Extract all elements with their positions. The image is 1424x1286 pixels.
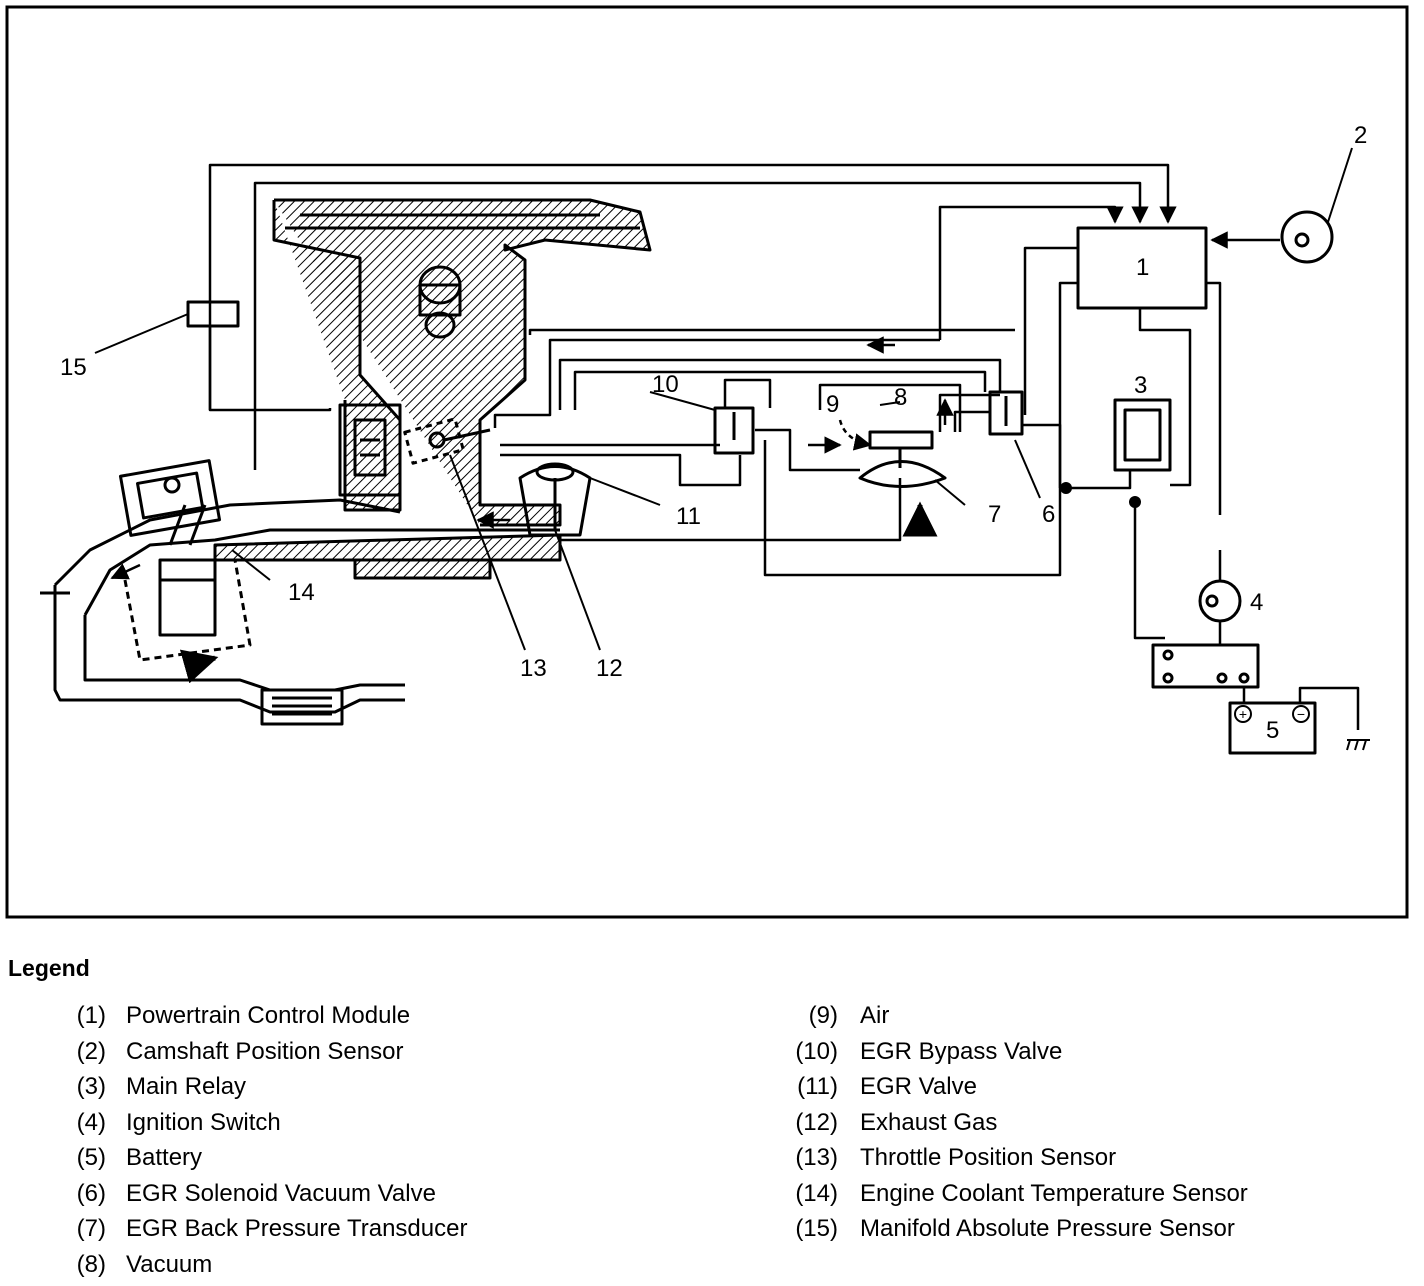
legend-item-label: EGR Back Pressure Transducer: [126, 1215, 467, 1243]
legend-item-number: (6): [64, 1180, 106, 1208]
legend-item: (13) Throttle Position Sensor: [780, 1144, 1248, 1180]
legend-item-number: (8): [64, 1251, 106, 1279]
battery-negative-sign: −: [1297, 706, 1305, 722]
catalytic-converter: [262, 690, 342, 724]
legend-item: (11) EGR Valve: [780, 1073, 1248, 1109]
callout-11: 11: [676, 503, 701, 530]
spark-plug: [40, 585, 70, 620]
legend-item: (3) Main Relay: [64, 1073, 467, 1109]
callout-1: 1: [1136, 254, 1149, 281]
callout-8: 8: [894, 384, 907, 411]
callout-2: 2: [1354, 122, 1367, 149]
callout-7: 7: [988, 501, 1001, 528]
legend-item-number: (1): [64, 1002, 106, 1030]
legend-item-number: (10): [780, 1038, 838, 1066]
legend-item-label: EGR Valve: [860, 1073, 977, 1101]
diagram-frame: [7, 7, 1407, 917]
ignition-switch: [1200, 581, 1240, 621]
legend-item: (7) EGR Back Pressure Transducer: [64, 1215, 467, 1251]
legend-item-label: Powertrain Control Module: [126, 1002, 410, 1030]
legend-item: (5) Battery: [64, 1144, 467, 1180]
legend-item-number: (14): [780, 1180, 838, 1208]
junction-dot: [1129, 496, 1141, 508]
legend-item-label: EGR Bypass Valve: [860, 1038, 1062, 1066]
legend-item-number: (7): [64, 1215, 106, 1243]
legend-right-column: (9)Air(10)EGR Bypass Valve(11)EGR Valve(…: [780, 1002, 1248, 1251]
legend-item: (4) Ignition Switch: [64, 1109, 467, 1145]
legend-item-label: Air: [860, 1002, 889, 1030]
legend-item: (14) Engine Coolant Temperature Sensor: [780, 1180, 1248, 1216]
camshaft-position-sensor: [1282, 212, 1332, 262]
legend-left-column: (1) Powertrain Control Module (2) Camshaft …: [64, 1002, 467, 1286]
legend-item-number: (11): [780, 1073, 838, 1101]
egr-solenoid-vacuum-valve: [990, 392, 1022, 434]
egr-passage: [215, 535, 560, 578]
ground-symbol: [1347, 740, 1370, 750]
callout-10: 10: [652, 371, 679, 398]
air-intake-duct: [274, 200, 650, 525]
legend-item-number: (4): [64, 1109, 106, 1137]
legend-item: (6) EGR Solenoid Vacuum Valve: [64, 1180, 467, 1216]
callout-14: 14: [288, 579, 315, 606]
junction-dot: [1060, 482, 1072, 494]
legend-item-number: (5): [64, 1144, 106, 1172]
legend-item-number: (9): [780, 1002, 838, 1030]
legend-item-label: Camshaft Position Sensor: [126, 1038, 403, 1066]
legend-item-label: Battery: [126, 1144, 202, 1172]
legend-item: (8) Vacuum: [64, 1251, 467, 1286]
legend-item-label: Throttle Position Sensor: [860, 1144, 1116, 1172]
callout-3: 3: [1134, 372, 1147, 399]
legend-item-label: EGR Solenoid Vacuum Valve: [126, 1180, 436, 1208]
egr-back-pressure-transducer: [860, 432, 945, 487]
legend-item-number: (15): [780, 1215, 838, 1243]
legend-item: (15) Manifold Absolute Pressure Sensor: [780, 1215, 1248, 1251]
legend-item-label: Main Relay: [126, 1073, 246, 1101]
legend-item-label: Manifold Absolute Pressure Sensor: [860, 1215, 1235, 1243]
legend-item-label: Vacuum: [126, 1251, 212, 1279]
legend-item: (2) Camshaft Position Sensor: [64, 1038, 467, 1074]
legend-item: (12) Exhaust Gas: [780, 1109, 1248, 1145]
callout-15: 15: [60, 354, 87, 381]
legend-item-label: Ignition Switch: [126, 1109, 281, 1137]
callout-12: 12: [596, 655, 623, 682]
legend-item-label: Exhaust Gas: [860, 1109, 997, 1137]
legend-item-number: (3): [64, 1073, 106, 1101]
legend-item: (1) Powertrain Control Module: [64, 1002, 467, 1038]
legend-item-number: (2): [64, 1038, 106, 1066]
callout-4: 4: [1250, 589, 1263, 616]
fuse-block: [1153, 645, 1258, 687]
legend-title: Legend: [8, 955, 90, 982]
egr-system-diagram: + − 1 2 3 4 5 6 7 8 9 10 11 12 13 14 15: [0, 0, 1424, 930]
legend-item-label: Engine Coolant Temperature Sensor: [860, 1180, 1248, 1208]
egr-bypass-valve: [715, 408, 753, 453]
legend-item: (9) Air: [780, 1002, 1248, 1038]
callout-6: 6: [1042, 501, 1055, 528]
battery-positive-sign: +: [1239, 706, 1247, 722]
legend-item-number: (12): [780, 1109, 838, 1137]
main-relay: [1115, 400, 1170, 470]
callout-5: 5: [1266, 717, 1279, 744]
map-sensor: [188, 302, 238, 326]
legend-item-number: (13): [780, 1144, 838, 1172]
legend-item: (10) EGR Bypass Valve: [780, 1038, 1248, 1074]
callout-9: 9: [826, 391, 839, 418]
callout-13: 13: [520, 655, 547, 682]
